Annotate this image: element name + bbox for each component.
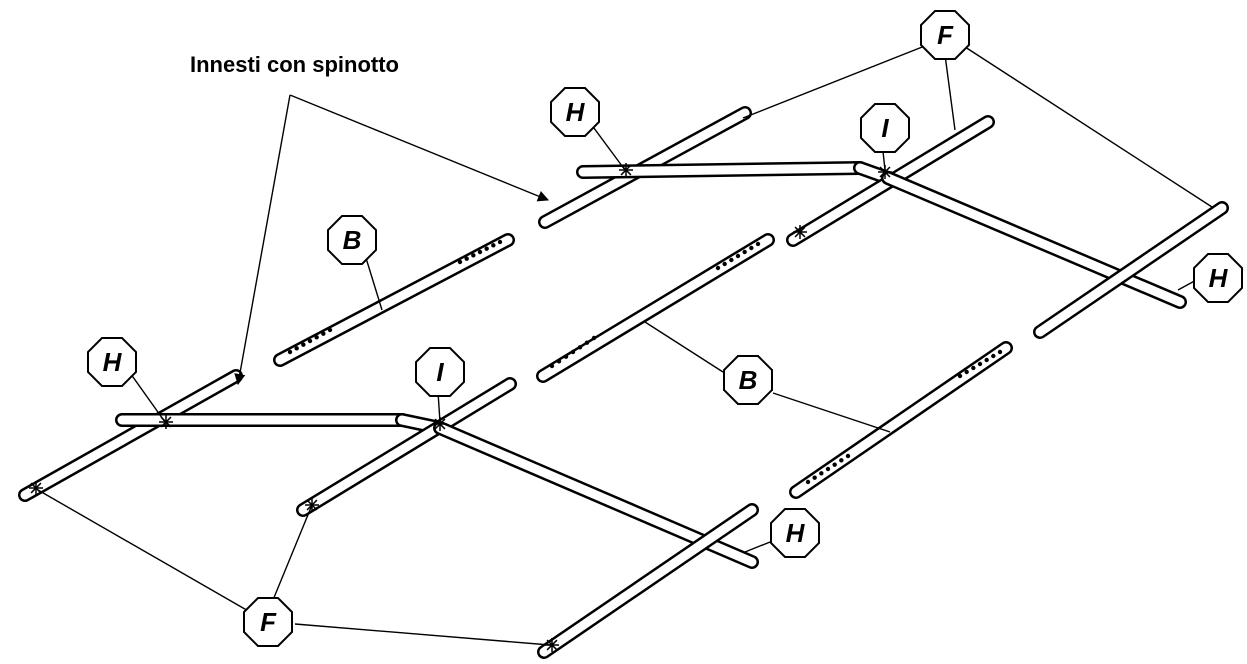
part-label-f-bottom: F xyxy=(260,607,277,637)
holes-b-right-end xyxy=(957,349,1003,379)
leader-h-bottom-left xyxy=(127,369,166,423)
leader-b-top-left xyxy=(365,257,383,311)
tube-b-right xyxy=(789,341,1013,499)
leader-h-top-left xyxy=(587,119,626,171)
part-label-h-bottom-left: H xyxy=(103,347,123,377)
part-label-b-middle: B xyxy=(739,365,758,395)
leader-b-right xyxy=(772,392,891,433)
tube-bottom-left-diagonal xyxy=(18,369,243,502)
leader-f-top xyxy=(742,37,946,119)
callout-b-middle: B xyxy=(723,355,773,405)
tube-layer xyxy=(18,106,1229,659)
callout-f-bottom: F xyxy=(243,597,293,647)
part-label-i-bottom: I xyxy=(436,357,444,387)
leader-f-top-right xyxy=(961,44,1213,208)
part-label-h-top-left: H xyxy=(566,97,586,127)
leader-b-middle xyxy=(644,321,724,373)
tube-bottom-right-diagonal xyxy=(537,503,759,659)
callout-h-bottom-left: H xyxy=(87,337,137,387)
holes-b-middle xyxy=(549,335,597,369)
callout-i-top: I xyxy=(860,103,910,153)
leader-f-bottom-1 xyxy=(37,489,251,613)
callout-h-top-left: H xyxy=(550,87,600,137)
callout-f-top: F xyxy=(920,10,970,60)
part-label-h-top-right: H xyxy=(1209,263,1229,293)
tube-b-top-left xyxy=(273,233,515,367)
part-label-f-top: F xyxy=(937,20,954,50)
weld-top-right xyxy=(793,225,807,239)
holes-b-middle-end xyxy=(715,241,761,271)
holes-b-top-left xyxy=(287,327,333,355)
plug-joints-caption: Innesti con spinotto xyxy=(190,52,399,77)
tube-top-long-diagonal xyxy=(881,171,1187,309)
part-label-b-top-left: B xyxy=(343,225,362,255)
tube-b-middle xyxy=(536,233,775,383)
tube-top-far-right xyxy=(1033,201,1229,339)
tube-top-crossbar xyxy=(576,161,867,179)
callout-arrow-bottom xyxy=(234,94,291,386)
leader-f-bottom-2 xyxy=(272,504,313,601)
part-label-h-bottom-right: H xyxy=(786,518,806,548)
leader-f-bottom-3 xyxy=(294,623,551,646)
holes-b-top-left-end xyxy=(457,239,503,265)
callout-h-top-right: H xyxy=(1193,253,1243,303)
weld-bottom-left xyxy=(29,481,43,495)
callout-h-bottom-right: H xyxy=(770,508,820,558)
part-label-i-top: I xyxy=(881,113,889,143)
leader-lines xyxy=(37,37,1213,646)
callout-i-bottom: I xyxy=(415,347,465,397)
holes-b-right xyxy=(805,453,851,485)
leader-f-top-middle xyxy=(944,54,956,131)
tube-bottom-middle-diagonal xyxy=(296,377,517,517)
callout-b-top-left: B xyxy=(327,215,377,265)
callout-arrow-top xyxy=(289,94,550,202)
